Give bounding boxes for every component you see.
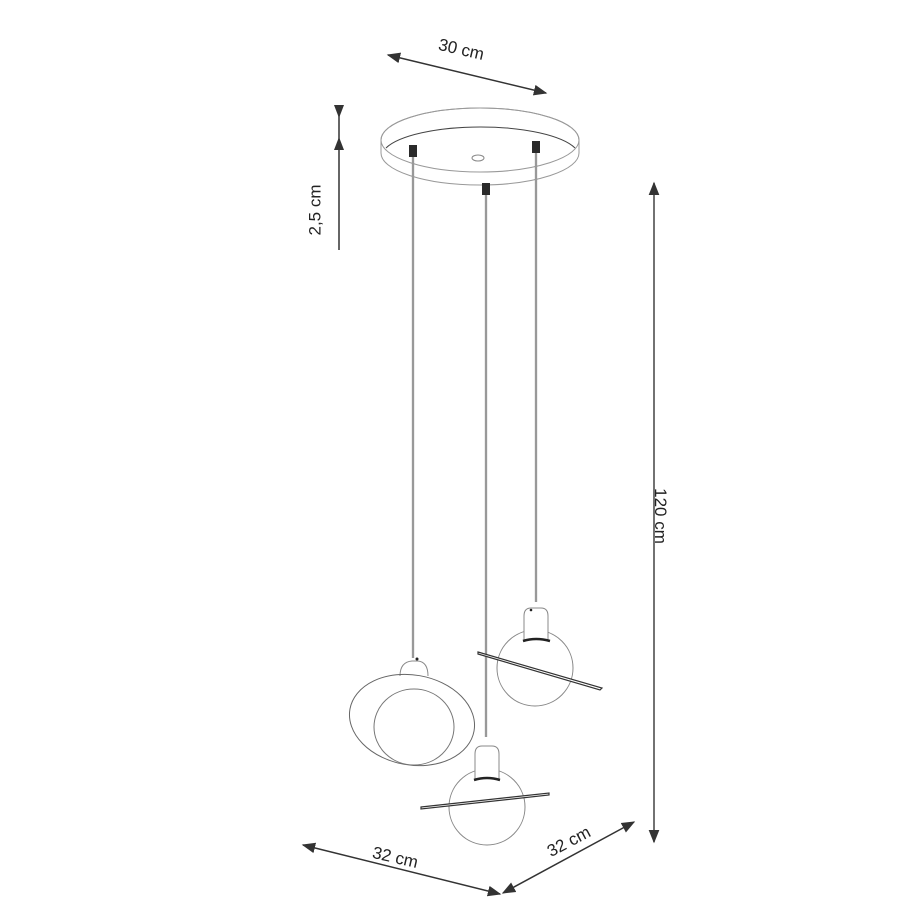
dimension-width xyxy=(301,842,502,897)
canopy-screw-icon xyxy=(471,154,485,162)
label-total-height: 120 cm xyxy=(650,488,670,544)
pendant-center xyxy=(420,745,550,846)
cable-grip-right xyxy=(532,141,540,153)
pendant-left xyxy=(348,657,476,767)
label-canopy-height: 2,5 cm xyxy=(305,184,325,236)
cable-grip-center xyxy=(482,183,490,195)
dimension-canopy-diameter xyxy=(386,52,548,96)
dimension-depth xyxy=(501,821,636,894)
ceiling-canopy xyxy=(380,107,580,195)
cable-grip-left xyxy=(409,145,417,157)
dimension-canopy-height xyxy=(334,105,344,250)
pendant-right xyxy=(477,607,604,707)
